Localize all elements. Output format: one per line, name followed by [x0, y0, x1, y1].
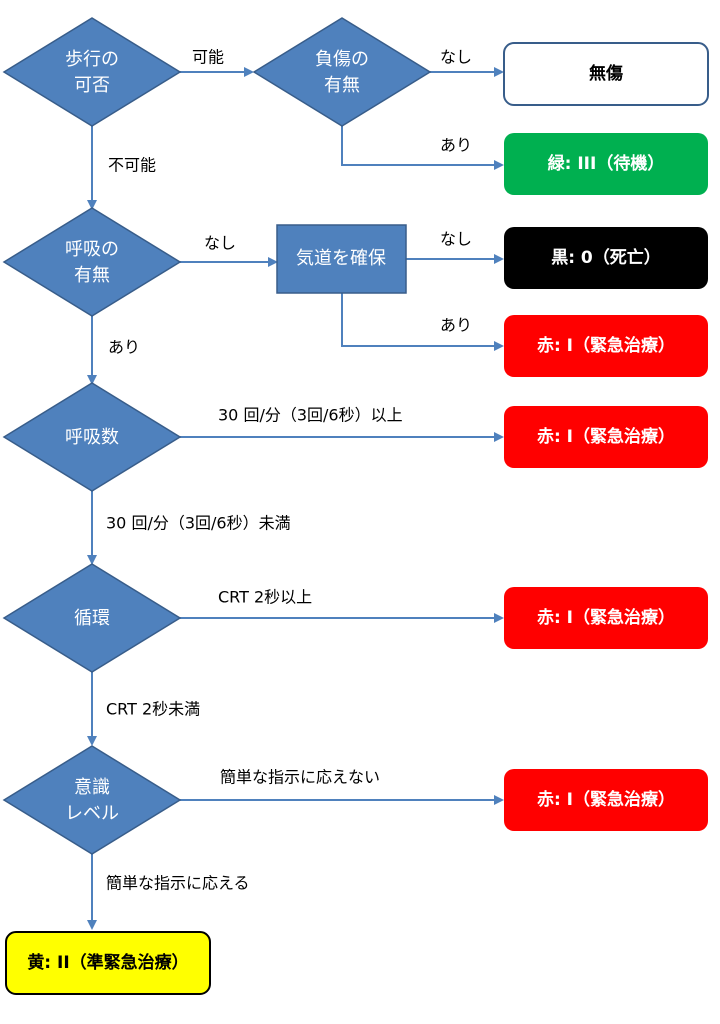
process-airway-label: 気道を確保: [296, 248, 386, 269]
outcome-red-4: 赤: I（緊急治療）: [504, 769, 708, 831]
label-injury-no: なし: [440, 48, 472, 67]
outcome-black: 黒: 0（死亡）: [504, 227, 708, 289]
outcome-uninjured: 無傷: [503, 42, 709, 106]
outcome-yellow-label: 黄: II（準緊急治療）: [27, 952, 188, 973]
label-airway-yes: あり: [440, 316, 472, 335]
outcome-black-label: 黒: 0（死亡）: [551, 247, 661, 268]
decision-walk: 歩行の 可否: [2, 17, 182, 127]
decision-injury-line1: 負傷の: [315, 49, 369, 70]
label-airway-no: なし: [440, 230, 472, 249]
decision-circulation-label: 循環: [74, 608, 110, 629]
decision-walk-line2: 可否: [74, 75, 110, 96]
outcome-green-label: 緑: III（待機）: [548, 153, 665, 174]
arrow-injury-to-green: [341, 126, 504, 170]
outcome-red-3-label: 赤: I（緊急治療）: [537, 607, 675, 628]
outcome-red-1: 赤: I（緊急治療）: [504, 315, 708, 377]
label-breath-yes: あり: [108, 338, 140, 357]
outcome-red-3: 赤: I（緊急治療）: [504, 587, 708, 649]
outcome-red-4-label: 赤: I（緊急治療）: [537, 789, 675, 810]
decision-injury: 負傷の 有無: [252, 17, 432, 127]
label-walk-no: 不可能: [108, 156, 156, 175]
decision-circulation: 循環: [2, 563, 182, 673]
outcome-uninjured-label: 無傷: [589, 63, 623, 84]
connectors: [87, 67, 504, 930]
decision-breath-line2: 有無: [74, 265, 110, 286]
decision-walk-line1: 歩行の: [65, 49, 119, 70]
outcome-green: 緑: III（待機）: [504, 133, 708, 195]
decision-consciousness-line2: レベル: [65, 803, 119, 824]
decision-consciousness: 意識 レベル: [2, 745, 182, 855]
label-injury-yes: あり: [440, 136, 472, 155]
arrow-airway-to-red: [341, 293, 504, 351]
decision-injury-line2: 有無: [324, 75, 360, 96]
decision-resp-rate-label: 呼吸数: [65, 427, 119, 448]
outcome-red-2-label: 赤: I（緊急治療）: [537, 426, 675, 447]
outcome-red-1-label: 赤: I（緊急治療）: [537, 335, 675, 356]
process-airway: 気道を確保: [276, 224, 407, 294]
label-loc-cannot: 簡単な指示に応えない: [220, 768, 380, 787]
label-crt-high: CRT 2秒以上: [218, 588, 312, 607]
label-rr-high: 30 回/分（3回/6秒）以上: [218, 406, 403, 425]
decision-breath-line1: 呼吸の: [65, 239, 119, 260]
label-rr-low: 30 回/分（3回/6秒）未満: [106, 514, 291, 533]
edge-labels: 可能 不可能 なし あり なし あり なし あり 30 回/分（3回/6秒）以上…: [106, 48, 472, 893]
outcome-red-2: 赤: I（緊急治療）: [504, 406, 708, 468]
outcome-yellow: 黄: II（準緊急治療）: [5, 931, 211, 995]
decision-resp-rate: 呼吸数: [2, 382, 182, 492]
decision-breath: 呼吸の 有無: [2, 207, 182, 317]
decision-consciousness-line1: 意識: [74, 777, 110, 798]
label-walk-yes: 可能: [192, 48, 224, 67]
label-breath-no: なし: [204, 234, 236, 253]
label-loc-can: 簡単な指示に応える: [106, 874, 250, 893]
label-crt-low: CRT 2秒未満: [106, 700, 200, 719]
